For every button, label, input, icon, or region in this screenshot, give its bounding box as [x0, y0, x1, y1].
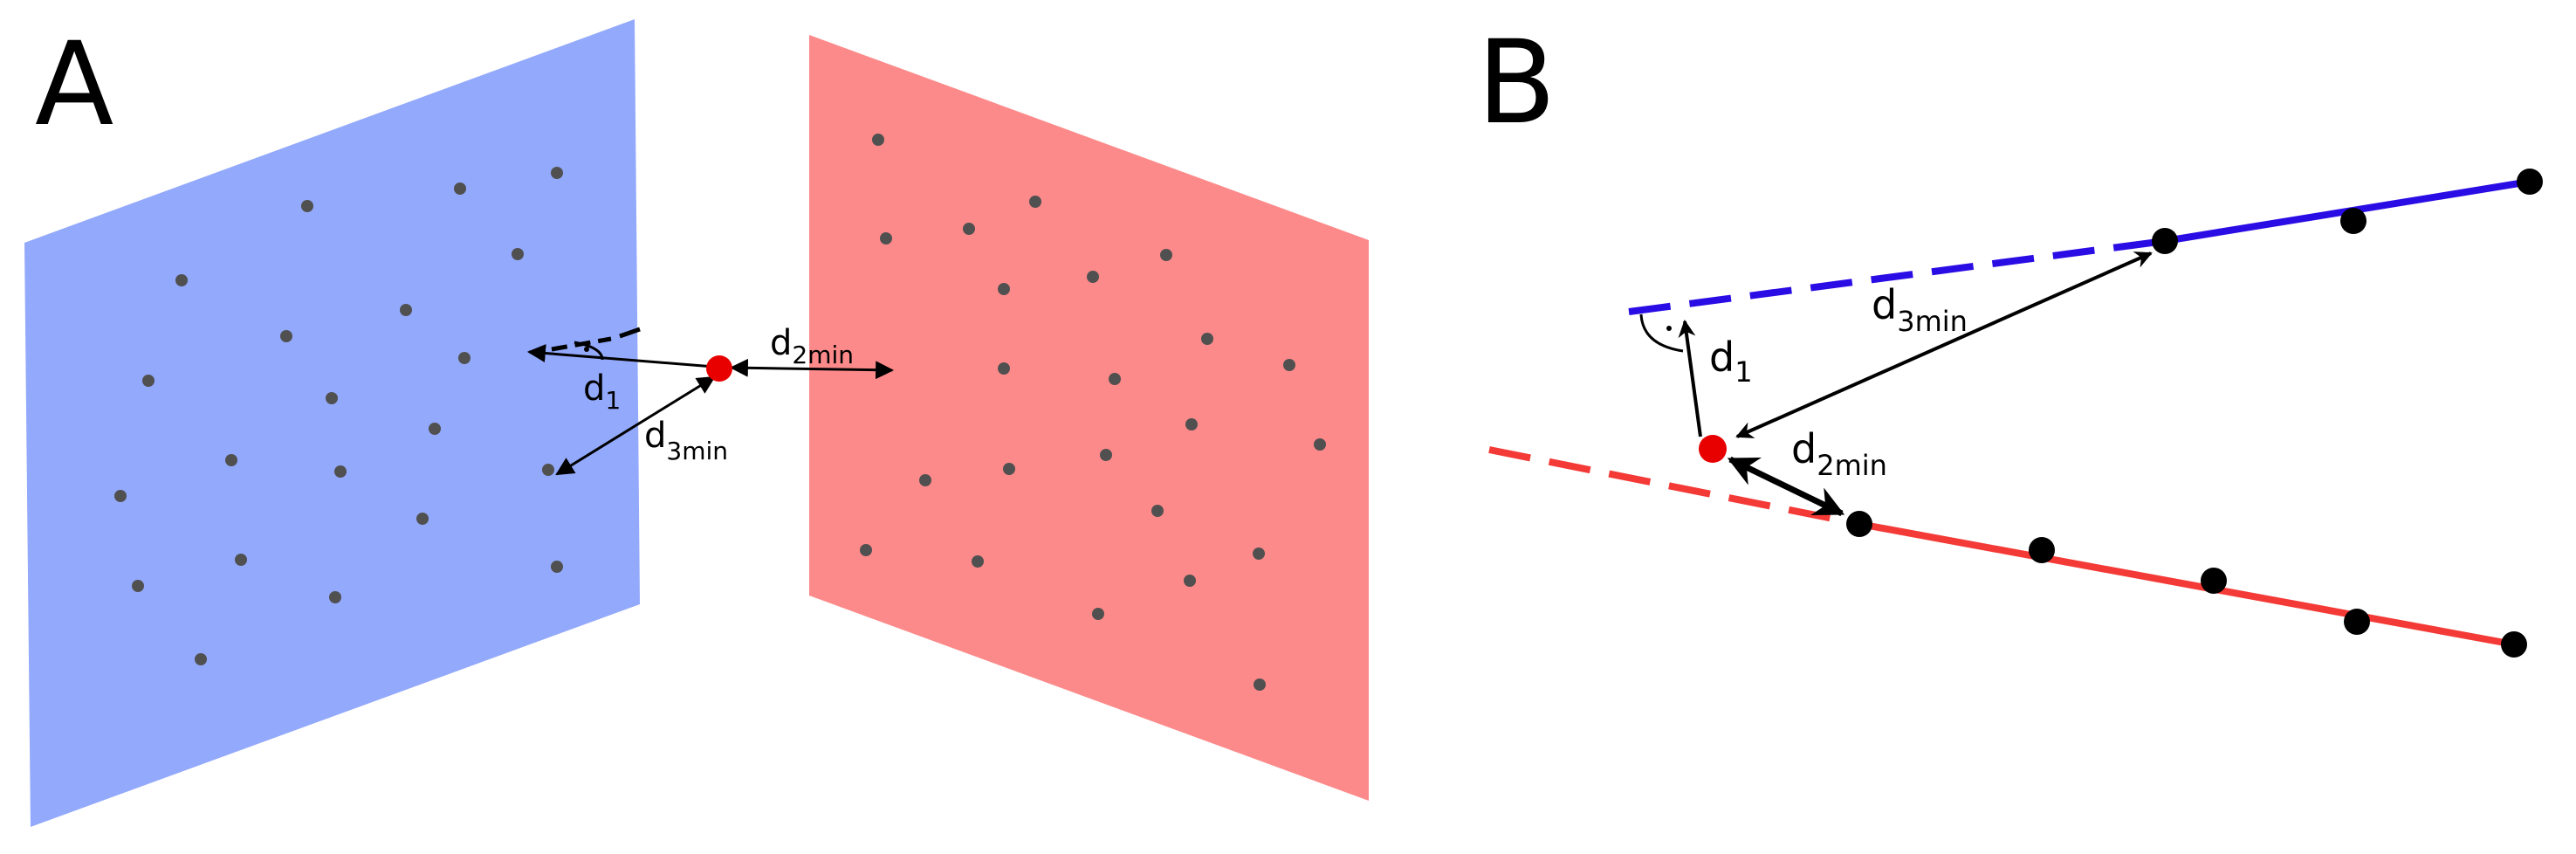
plane-point: [880, 232, 892, 244]
red-line-solid: [1858, 520, 2515, 648]
plane-point: [998, 362, 1010, 375]
plane-point: [235, 554, 247, 566]
panel-a: A d1 d2min d3min: [24, 17, 1369, 827]
panel-a-letter: A: [35, 17, 113, 152]
plane-point: [1151, 505, 1164, 517]
plane-point: [301, 200, 313, 212]
plane-point: [972, 555, 984, 568]
plane-point: [1029, 196, 1041, 208]
blue-line-points: [2152, 169, 2543, 254]
plane-point: [1100, 449, 1112, 461]
plane-point: [860, 544, 872, 556]
plane-point: [329, 591, 341, 603]
d3-arrow: [555, 375, 716, 476]
red-plane-points: [860, 134, 1326, 691]
line-point: [2201, 568, 2227, 594]
red-plane: [809, 35, 1369, 801]
line-point: [2517, 169, 2543, 195]
blue-plane-points: [114, 167, 563, 665]
d2min-label: d2min: [770, 323, 854, 369]
d2min-label-b: d2min: [1791, 425, 1887, 482]
plane-point: [1092, 608, 1104, 620]
plane-point: [512, 248, 524, 260]
plane-point: [551, 561, 563, 573]
plane-point: [998, 283, 1010, 295]
right-angle-dot-b: [1666, 326, 1672, 331]
plane-edge-dash: [619, 327, 641, 339]
plane-point: [416, 513, 429, 525]
d3min-label: d3min: [644, 416, 728, 465]
plane-point: [1283, 359, 1295, 371]
plane-point: [142, 375, 155, 387]
right-angle-mark-b: [1639, 313, 1684, 353]
plane-point: [1185, 418, 1198, 430]
line-point: [2501, 631, 2527, 658]
right-angle-dot: [584, 347, 589, 352]
plane-point: [1253, 548, 1265, 560]
plane-point: [132, 580, 144, 592]
plane-point: [542, 464, 554, 476]
query-point-b: [1699, 435, 1727, 463]
plane-point: [551, 167, 563, 179]
plane-point: [1160, 249, 1172, 261]
plane-point: [400, 304, 412, 316]
plane-point: [326, 392, 338, 404]
line-point: [2029, 537, 2055, 563]
plane-point: [1314, 438, 1326, 451]
red-line-points: [1846, 511, 2527, 658]
d2-arrow: [729, 358, 895, 380]
d1-arrow-b: [1678, 320, 1702, 437]
plane-point: [334, 465, 347, 478]
query-point: [706, 355, 732, 382]
line-point: [2152, 228, 2178, 254]
plane-point: [429, 423, 441, 435]
plane-point: [1087, 271, 1099, 283]
plane-point: [195, 653, 207, 665]
plane-point: [1254, 678, 1266, 691]
d1-label: d1: [583, 368, 621, 415]
plane-point: [1201, 333, 1213, 345]
plane-point: [1109, 373, 1121, 385]
blue-plane: [24, 19, 640, 827]
d1-label-b: d1: [1709, 334, 1753, 389]
plane-point: [458, 352, 471, 364]
plane-point: [175, 274, 188, 286]
d2-arrow-b: [1727, 456, 1845, 517]
plane-point: [454, 183, 466, 195]
plane-point: [114, 490, 127, 502]
panel-b: B d1 d3min d2min: [1477, 16, 2543, 658]
d3-arrow-b: [1735, 251, 2153, 438]
plane-point: [1003, 463, 1015, 475]
plane-point: [280, 330, 292, 342]
line-point: [2340, 208, 2366, 234]
plane-point: [872, 134, 884, 146]
plane-point: [1184, 575, 1196, 587]
d3min-label-b: d3min: [1872, 281, 1968, 338]
line-point: [2344, 609, 2370, 635]
plane-point: [225, 454, 237, 466]
plane-point: [919, 474, 931, 486]
line-point: [1846, 511, 1872, 537]
d1-arrow: [526, 344, 715, 368]
plane-point: [963, 223, 975, 235]
panel-b-letter: B: [1477, 16, 1556, 150]
